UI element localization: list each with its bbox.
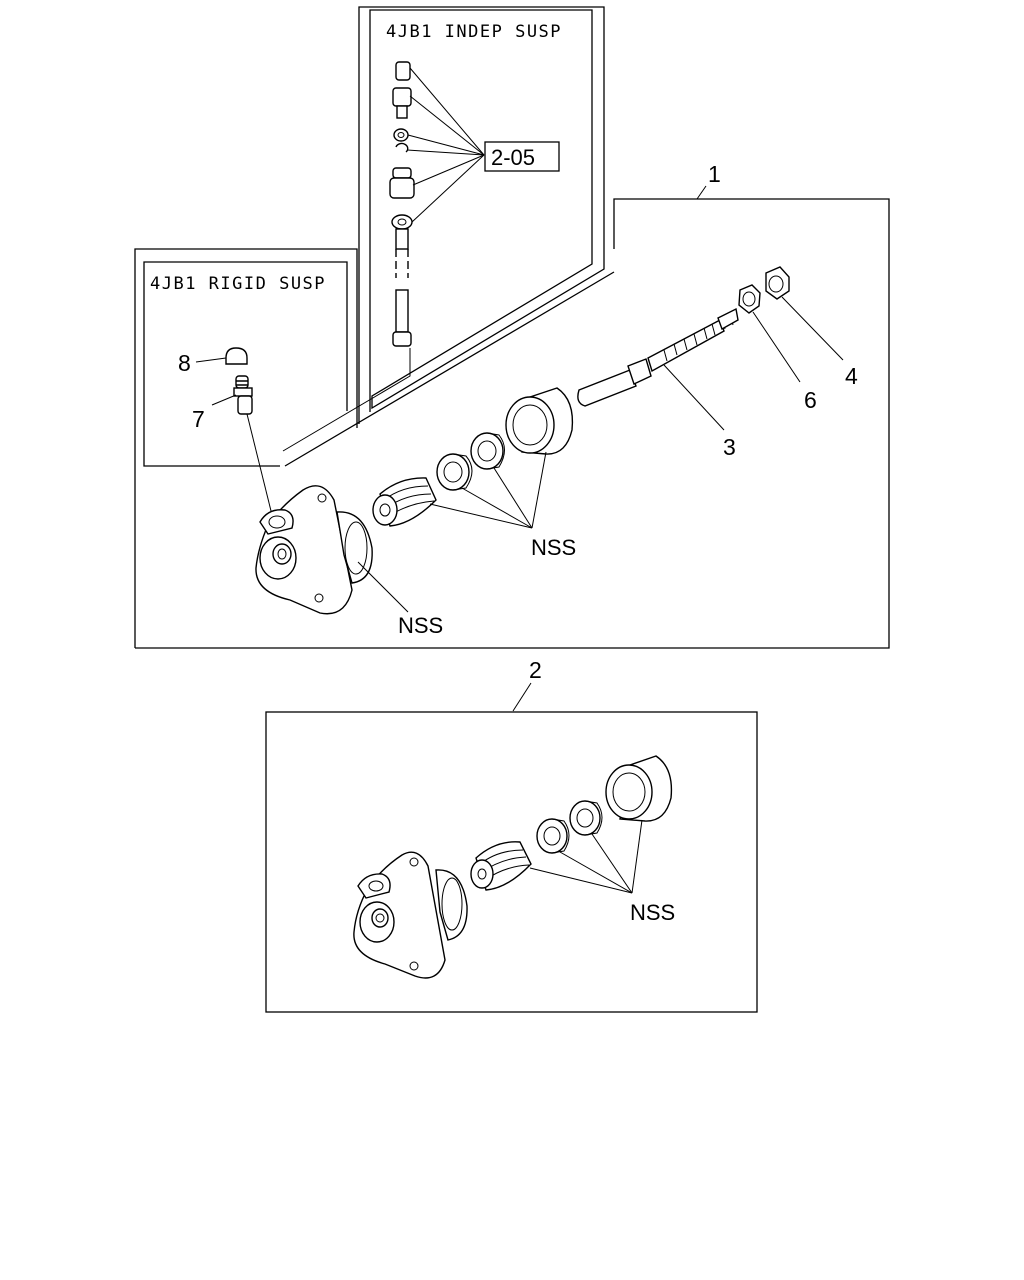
lock-nut [738, 284, 761, 314]
kit-nss-leaders [529, 819, 643, 894]
ref-code-box [484, 141, 560, 172]
callout-3: 3 [723, 434, 736, 460]
nss-leaders [429, 451, 547, 529]
cup-seal-1 [436, 453, 473, 491]
nss-label-seals: NSS [531, 535, 576, 560]
main-frame-diagonal [284, 271, 615, 467]
kit-cup-seal-1 [536, 818, 570, 854]
piston-boot [372, 477, 437, 527]
bleeder-screw [233, 375, 253, 415]
callout-7: 7 [192, 406, 205, 432]
rigid-susp-inset: 4JB1 RIGID SUSP 8 7 [134, 248, 358, 648]
indep-inset-frame [358, 6, 605, 424]
cylinder-body [255, 485, 373, 615]
indep-susp-label: 4JB1 INDEP SUSP [386, 22, 562, 42]
kit-cylinder-body [353, 851, 468, 979]
nss-label-body: NSS [398, 613, 443, 638]
hose-connector-line [282, 348, 411, 452]
callout-2: 2 [529, 657, 542, 683]
main-frame [135, 198, 890, 649]
nss-label-kit: NSS [630, 900, 675, 925]
callout-4: 4 [845, 363, 858, 389]
cup-seal-2 [470, 432, 505, 470]
ref-code-label: 2-05 [491, 145, 535, 170]
kit-piston-cup [605, 755, 673, 822]
ref-leaders [406, 67, 485, 223]
kit-cup-seal-2 [569, 800, 603, 836]
clevis-nut [765, 266, 790, 300]
indep-susp-inset: 4JB1 INDEP SUSP [358, 6, 605, 424]
rigid-inset-inner-frame [143, 261, 348, 467]
repair-kit-frame [265, 711, 758, 1013]
callout-1: 1 [708, 161, 721, 187]
hose-fittings [389, 61, 415, 347]
piston-cup [505, 387, 574, 455]
push-rod [577, 307, 739, 407]
bleeder-cap [225, 347, 248, 365]
main-assembly: 1 NSS [135, 161, 890, 649]
kit-piston-boot [470, 841, 532, 891]
rigid-inset-outer-frame [134, 248, 358, 648]
callout-8: 8 [178, 350, 191, 376]
repair-kit-assembly: 2 [265, 657, 758, 1013]
rigid-susp-label: 4JB1 RIGID SUSP [150, 274, 326, 294]
callout-6: 6 [804, 387, 817, 413]
